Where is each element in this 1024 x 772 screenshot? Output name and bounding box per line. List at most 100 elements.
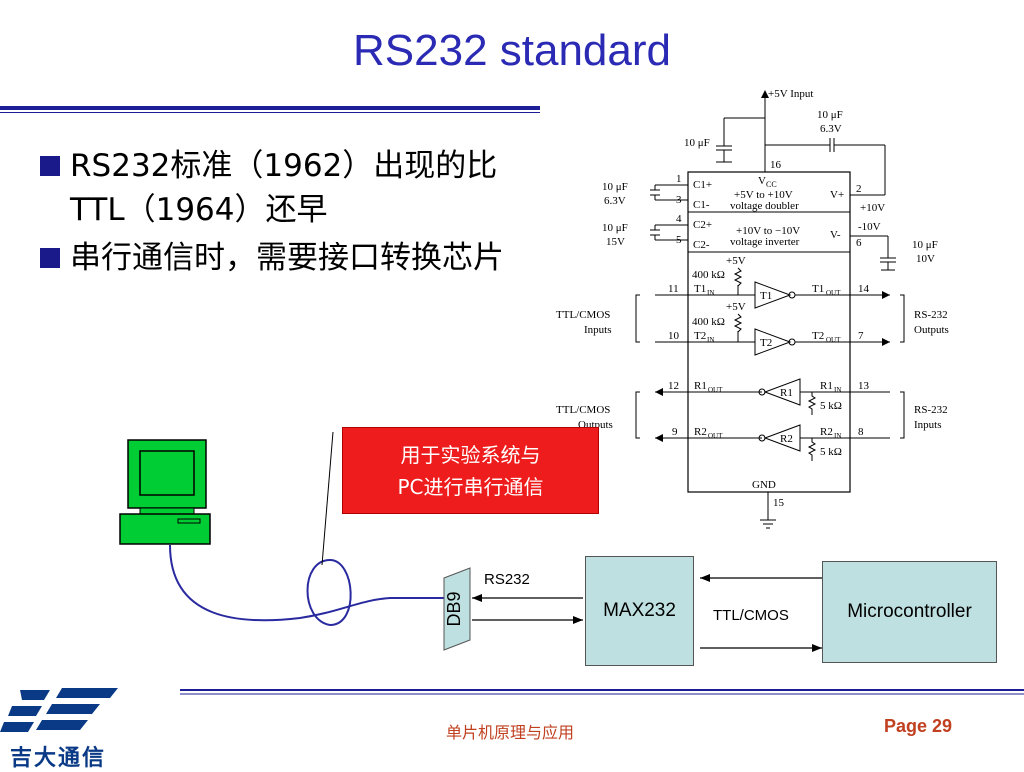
inverter-label: +10V to −10V	[736, 225, 800, 237]
callout-box: 用于实验系统与 PC进行串行通信	[342, 427, 599, 514]
pin-label: T2	[694, 330, 706, 342]
page-label: Page	[884, 716, 928, 736]
cap-label: 10 μF	[817, 109, 843, 121]
pin-number: 13	[858, 380, 870, 392]
pin-number: 15	[773, 497, 785, 509]
pin-number: 16	[770, 159, 782, 171]
pin-number: 11	[668, 283, 679, 295]
pin-number: 5	[676, 234, 682, 246]
pin-number: 8	[858, 426, 864, 438]
resistor-label: 400 kΩ	[692, 269, 725, 281]
vcc-sub: CC	[766, 180, 777, 189]
group-label: RS-232	[914, 309, 948, 321]
max232-box: MAX232	[585, 556, 694, 666]
pin-number: 4	[676, 213, 682, 225]
group-label: Outputs	[914, 324, 949, 336]
db9-label: DB9	[444, 591, 464, 626]
pin-number: 9	[672, 426, 678, 438]
rs232-label: RS232	[484, 571, 530, 588]
university-logo-icon	[0, 688, 118, 732]
pin-number: 3	[676, 194, 682, 206]
buffer-label: R2	[780, 433, 793, 445]
pin-number: 14	[858, 283, 870, 295]
buffer-label: T1	[760, 290, 772, 302]
footer-course-title: 单片机原理与应用	[445, 723, 574, 742]
square-bullet-icon	[40, 156, 60, 176]
buffer-label: T2	[760, 337, 772, 349]
pin-label: V+	[830, 189, 844, 201]
callout-line: 用于实验系统与	[400, 442, 541, 467]
cap-label: 10 μF	[602, 222, 628, 234]
supply-label: +5V Input	[768, 88, 813, 100]
cap-label: 10 μF	[602, 181, 628, 193]
square-bullet-icon	[40, 248, 60, 268]
pin-label: V-	[830, 229, 841, 241]
inverter-label: voltage inverter	[730, 236, 800, 248]
resistor-label: 400 kΩ	[692, 316, 725, 328]
cap-label: 10 μF	[684, 137, 710, 149]
pin-label: T1	[694, 283, 706, 295]
serial-cable	[169, 544, 445, 622]
pin-label: C1-	[693, 199, 710, 211]
group-label: Inputs	[914, 419, 942, 431]
rail-label: +5V	[726, 255, 746, 267]
group-label: TTL/CMOS	[556, 404, 610, 416]
title-underline-thin	[0, 112, 540, 113]
title-underline	[0, 106, 540, 110]
doubler-label: +5V to +10V	[734, 189, 793, 201]
max232-schematic: +5V Input 10 μF 10 μF 6.3V 16 V CC 10 μF…	[556, 88, 949, 529]
resistor-label: 5 kΩ	[820, 400, 842, 412]
ttl-cmos-label: TTL/CMOS	[713, 607, 789, 624]
pin-label: C2+	[693, 219, 712, 231]
pin-label: R1	[820, 380, 833, 392]
pin-label: T2	[812, 330, 824, 342]
logo-text: 吉大通信	[10, 746, 107, 771]
bullet-item: 串行通信时，需要接口转换芯片	[40, 236, 510, 280]
bullet-text: RS232标准（1962）出现的比TTL（1964）还早	[70, 148, 498, 228]
pin-number: 2	[856, 183, 862, 195]
pin-number: 6	[856, 237, 862, 249]
pin-number: 1	[676, 173, 682, 185]
pin-sub: OUT	[708, 386, 723, 394]
pin-label: C2-	[693, 239, 710, 251]
resistor-label: 5 kΩ	[820, 446, 842, 458]
cap-label: 10V	[916, 253, 935, 265]
pin-sub: OUT	[708, 432, 723, 440]
bullet-text: 串行通信时，需要接口转换芯片	[70, 240, 504, 276]
gnd-label: GND	[752, 479, 776, 491]
pin-sub: IN	[834, 432, 841, 440]
doubler-label: voltage doubler	[730, 200, 799, 212]
pin-sub: IN	[834, 386, 841, 394]
pin-label: R2	[694, 426, 707, 438]
microcontroller-box: Microcontroller	[822, 561, 997, 663]
microcontroller-label: Microcontroller	[847, 601, 972, 622]
max232-label: MAX232	[603, 600, 676, 621]
pin-sub: OUT	[826, 336, 841, 344]
pin-label: R2	[820, 426, 833, 438]
pin-number: 7	[858, 330, 864, 342]
cap-label: 6.3V	[820, 123, 842, 135]
db9-connector	[443, 567, 471, 651]
cap-label: 10 μF	[912, 239, 938, 251]
rail-label: -10V	[858, 221, 881, 233]
slide-title: RS232 standard	[353, 26, 671, 75]
callout-line: PC进行串行通信	[397, 474, 544, 499]
rail-label: +5V	[726, 301, 746, 313]
cap-label: 15V	[606, 236, 625, 248]
computer-icon	[119, 439, 211, 545]
pin-number: 12	[668, 380, 679, 392]
rail-label: +10V	[860, 202, 885, 214]
pin-label: R1	[694, 380, 707, 392]
bullet-list: RS232标准（1962）出现的比TTL（1964）还早 串行通信时，需要接口转…	[40, 144, 510, 284]
pin-sub: IN	[707, 336, 714, 344]
pin-sub: OUT	[826, 289, 841, 297]
page-indicator: Page 29	[884, 716, 952, 737]
pin-label: C1+	[693, 179, 712, 191]
pin-label: T1	[812, 283, 824, 295]
group-label: RS-232	[914, 404, 948, 416]
pin-sub: IN	[707, 289, 714, 297]
buffer-label: R1	[780, 387, 793, 399]
page-number: 29	[932, 716, 953, 736]
group-label: TTL/CMOS	[556, 309, 610, 321]
